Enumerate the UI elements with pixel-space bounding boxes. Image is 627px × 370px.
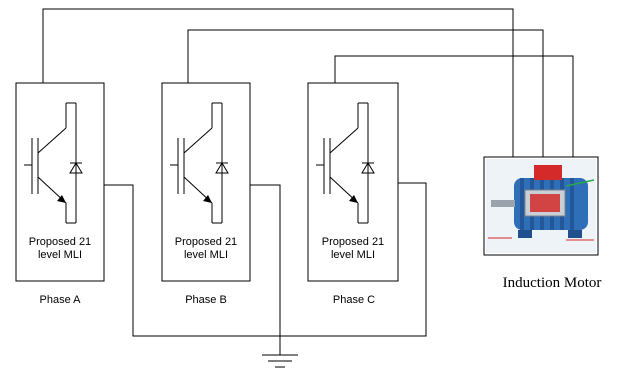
phase-label-a: Phase A: [40, 294, 82, 306]
block-label-line1: Proposed 21: [29, 236, 91, 248]
motor-shaft: [491, 200, 515, 207]
phase-label-b: Phase B: [185, 294, 227, 306]
igbt-diode-icon: [24, 102, 83, 224]
inverter-block-phase-b: Proposed 21 level MLI: [161, 82, 251, 282]
inverter-block-phase-a: Proposed 21 level MLI: [15, 82, 105, 282]
phase-label-c: Phase C: [333, 294, 375, 306]
ground-symbol: [262, 354, 298, 368]
block-label-line2: level MLI: [38, 249, 82, 261]
block-label-line2: level MLI: [331, 249, 375, 261]
induction-motor-image: [483, 156, 599, 256]
block-label-line1: Proposed 21: [175, 236, 237, 248]
motor-label: Induction Motor: [503, 275, 602, 291]
block-label-line1: Proposed 21: [322, 236, 384, 248]
igbt-diode-icon: [316, 102, 375, 224]
neutral-wires: [104, 182, 427, 355]
motor-feed-wires: [42, 8, 574, 163]
block-label-line2: level MLI: [184, 249, 228, 261]
inverter-block-phase-c: Proposed 21 level MLI: [307, 82, 399, 282]
motor-terminal-box: [534, 165, 562, 180]
igbt-diode-icon: [170, 102, 229, 224]
